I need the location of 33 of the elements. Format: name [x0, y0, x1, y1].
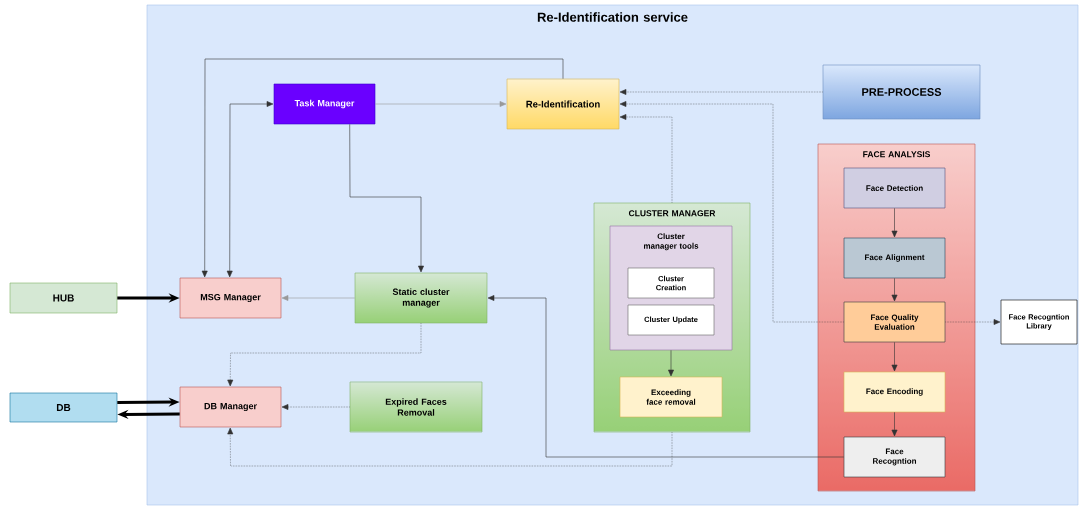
process-box: Face Quality Evaluation [843, 301, 946, 343]
process-box: Expired Faces Removal [349, 381, 483, 433]
arrow [375, 101, 507, 107]
process-box: PRE-PROCESS [822, 64, 981, 120]
process-box: Static cluster manager [354, 272, 488, 324]
arrow [281, 404, 350, 410]
process-box: Re-Identification [506, 78, 620, 130]
external-box: DB [9, 392, 118, 423]
process-box: Face Recogntion [843, 436, 946, 478]
process-box: DB Manager [179, 386, 282, 428]
arrow [945, 319, 1001, 325]
arrow [619, 101, 844, 323]
arrow [891, 278, 898, 302]
arrow [891, 208, 898, 238]
process-box: Face Detection [843, 167, 946, 209]
arrow [227, 323, 422, 387]
arrow [349, 124, 424, 273]
process-box: MSG Manager [179, 277, 282, 319]
external-box: HUB [9, 282, 118, 314]
arrow [619, 89, 823, 95]
arrow [227, 427, 673, 467]
arrow [619, 114, 673, 203]
process-box: Exceeding face removal [619, 376, 723, 418]
arrow [487, 295, 844, 458]
process-box: Task Manager [273, 83, 376, 125]
process-box: Face Alignment [843, 237, 946, 279]
arrow [226, 101, 274, 278]
arrow [668, 350, 674, 377]
arrow [281, 295, 355, 301]
arrow [891, 412, 898, 437]
arrow [891, 342, 898, 372]
arrow [201, 58, 564, 278]
process-box: Face Encoding [843, 371, 946, 413]
